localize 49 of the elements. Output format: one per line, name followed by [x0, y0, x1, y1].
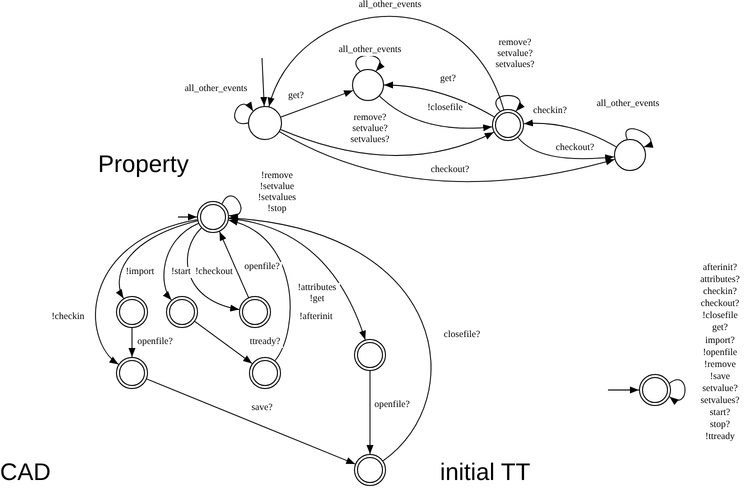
- accepting-state-circle: [492, 109, 524, 141]
- transition-arrow: [219, 231, 249, 298]
- self-loop-arrow: [495, 95, 524, 112]
- self-loop-arrow: [222, 196, 242, 220]
- accepting-state-circle: [249, 357, 281, 389]
- state-circle: [248, 106, 282, 140]
- transition-arrow: [163, 222, 199, 300]
- edge-label: openfile?: [372, 400, 412, 411]
- initial-state-arrow: [178, 214, 198, 220]
- initial-state-arrow: [260, 58, 268, 106]
- accepting-state-circle: [166, 296, 198, 328]
- edge-label: openfile?: [135, 337, 175, 348]
- accepting-state-circle: [197, 201, 229, 233]
- accepting-state-circle: [239, 296, 271, 328]
- transition-arrow: [280, 129, 494, 156]
- accepting-state-circle: [116, 296, 148, 328]
- accepting-state-circle: [639, 374, 671, 406]
- edge-label: !import: [125, 267, 155, 278]
- transition-arrow: [268, 16, 504, 110]
- transition-arrow: [187, 228, 240, 311]
- transition-arrow: [518, 137, 615, 162]
- transition-arrow: [366, 370, 374, 454]
- accepting-state-circle: [354, 339, 386, 371]
- accepting-state-circle: [354, 454, 386, 486]
- transition-arrow: [379, 96, 493, 132]
- self-loop-arrow: [669, 379, 686, 404]
- transition-arrow: [523, 120, 617, 148]
- accepting-state-circle: [116, 357, 148, 389]
- transition-arrow: [116, 220, 198, 299]
- transition-arrow: [228, 216, 432, 462]
- edge-label: openfile?: [242, 262, 282, 273]
- section-label: initial TT: [440, 459, 530, 487]
- transition-arrow: [128, 328, 136, 358]
- transition-arrow: [228, 220, 290, 362]
- section-label: Property: [98, 151, 189, 179]
- transition-arrow: [95, 219, 198, 365]
- edge-label: ttready?: [247, 337, 283, 348]
- transition-arrow: [228, 218, 366, 340]
- transition-arrow: [146, 378, 356, 464]
- transition-arrow: [194, 321, 253, 364]
- initial-state-arrow: [608, 386, 640, 394]
- self-loop-arrow: [625, 128, 654, 148]
- transition-arrow: [279, 131, 616, 182]
- self-loop-arrow: [234, 102, 254, 124]
- transition-arrow: [280, 90, 354, 118]
- section-label: CAD: [0, 459, 51, 487]
- state-circle: [352, 69, 384, 101]
- state-circle: [614, 139, 646, 171]
- transition-arrow: [384, 82, 495, 118]
